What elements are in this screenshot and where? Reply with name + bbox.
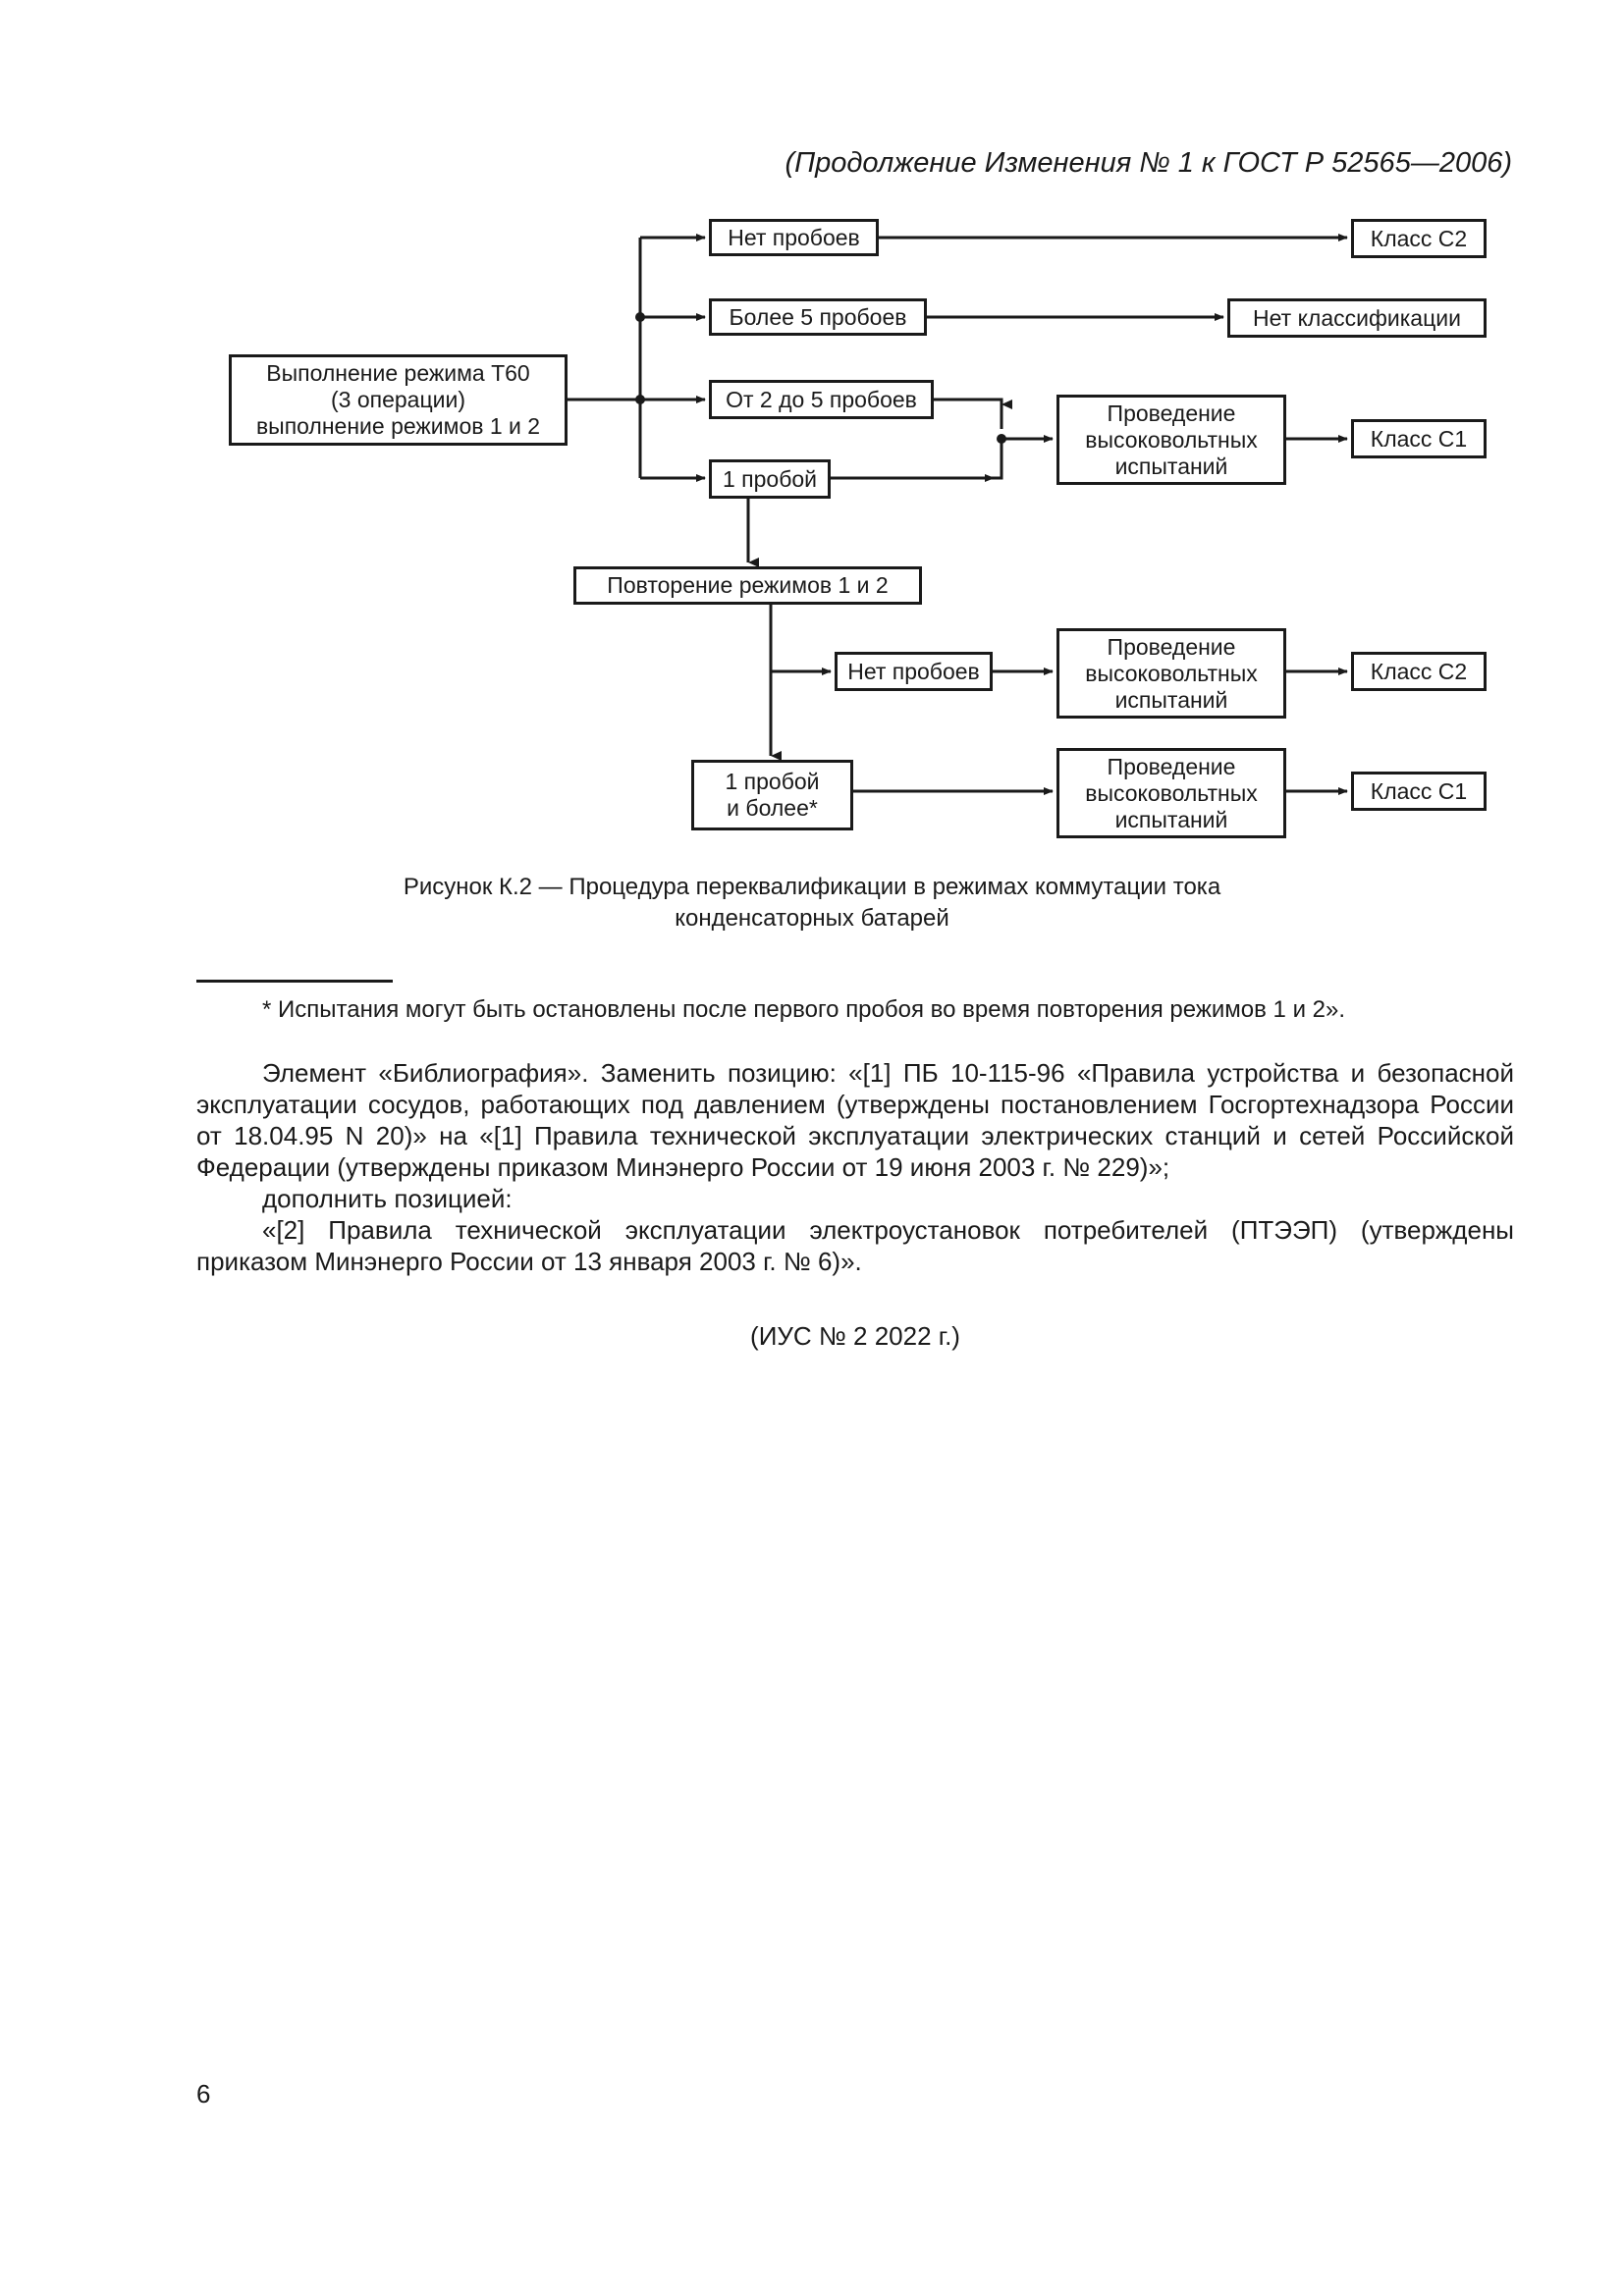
- page-number: 6: [196, 2079, 211, 2109]
- class-c2-top-box: Класс С2: [1351, 219, 1487, 258]
- footnote-divider: [196, 980, 393, 983]
- no-breakdowns-2-box: Нет пробоев: [835, 652, 993, 691]
- hv-test-box-3: Проведение высоковольтных испытаний: [1056, 748, 1286, 838]
- more-than-5-box: Более 5 пробоев: [709, 298, 927, 336]
- from-2-to-5-box: От 2 до 5 пробоев: [709, 380, 934, 419]
- body-paragraph-bibliography: Элемент «Библиография». Заменить позицию…: [196, 1058, 1514, 1182]
- one-breakdown-box: 1 пробой: [709, 459, 831, 499]
- hv-test-box-2: Проведение высоковольтных испытаний: [1056, 628, 1286, 719]
- continuation-header: (Продолжение Изменения № 1 к ГОСТ Р 5256…: [785, 147, 1512, 179]
- footnote: * Испытания могут быть остановлены после…: [262, 996, 1346, 1023]
- no-classification-box: Нет классификации: [1227, 298, 1487, 338]
- class-c1-bottom-box: Класс С1: [1351, 772, 1487, 811]
- body-paragraph-position-2: «[2] Правила технической эксплуатации эл…: [196, 1215, 1514, 1276]
- flowchart-connectors: [568, 234, 1348, 795]
- repeat-modes-box: Повторение режимов 1 и 2: [573, 566, 922, 605]
- body-paragraph-add-position: дополнить позицией:: [262, 1184, 513, 1213]
- one-or-more-box: 1 пробой и более*: [691, 760, 853, 830]
- hv-test-box-1: Проведение высоковольтных испытаний: [1056, 395, 1286, 485]
- ius-reference: (ИУС № 2 2022 г.): [750, 1321, 960, 1351]
- no-breakdowns-box: Нет пробоев: [709, 219, 879, 256]
- figure-caption: Рисунок К.2 — Процедура переквалификации…: [403, 874, 1221, 932]
- class-c2-bottom-box: Класс С2: [1351, 652, 1487, 691]
- class-c1-top-box: Класс С1: [1351, 419, 1487, 458]
- start-box: Выполнение режима Т60 (3 операции) выпол…: [229, 354, 568, 446]
